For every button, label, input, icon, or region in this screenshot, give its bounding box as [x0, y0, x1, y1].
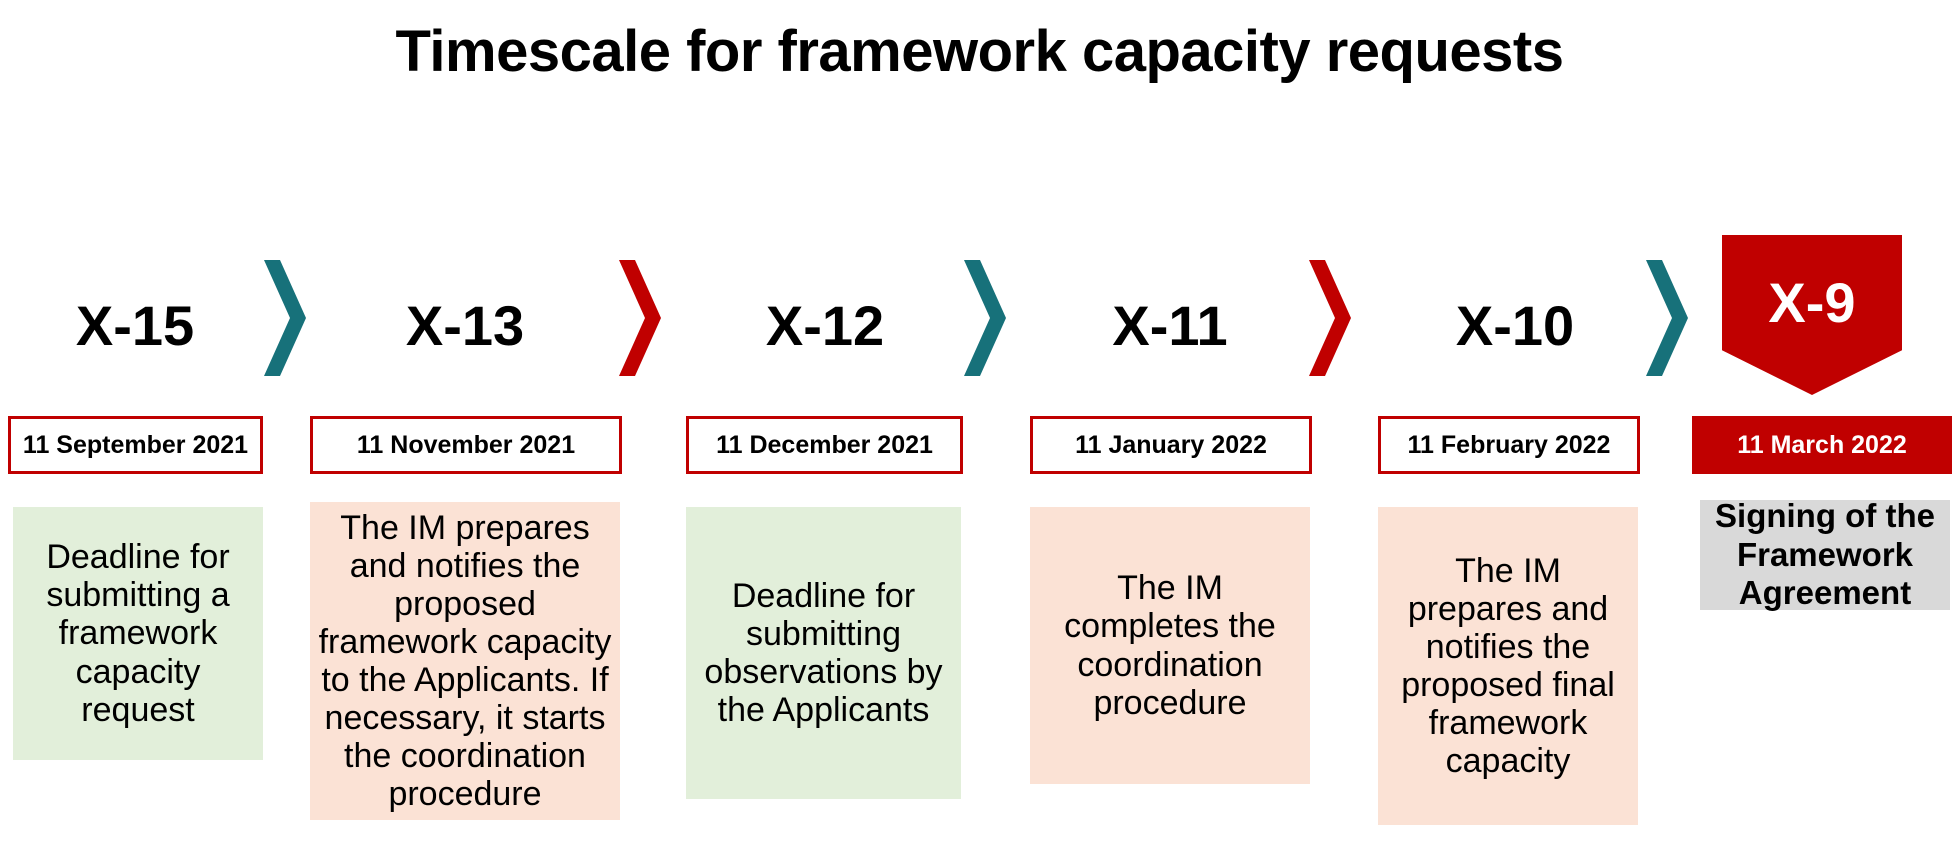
date-box-5: 11 March 2022	[1692, 416, 1952, 474]
chevron-right-icon-4	[1640, 258, 1694, 378]
chevron-right-icon-3	[1303, 258, 1357, 378]
date-box-4: 11 February 2022	[1378, 416, 1640, 474]
milestone-pennant-5: X-9	[1722, 235, 1902, 395]
milestone-label-0: X-15	[75, 293, 195, 357]
milestone-label-1: X-13	[405, 293, 525, 357]
description-box-3: The IM completes the coordination proced…	[1030, 507, 1310, 784]
milestone-label-2: X-12	[765, 293, 885, 357]
chevron-right-icon-0	[258, 258, 312, 378]
description-box-5: Signing of the Framework Agreement	[1700, 497, 1950, 611]
date-box-0: 11 September 2021	[8, 416, 263, 474]
date-box-2: 11 December 2021	[686, 416, 963, 474]
date-box-3: 11 January 2022	[1030, 416, 1312, 474]
chevron-right-icon-1	[613, 258, 667, 378]
chevron-right-icon-2	[958, 258, 1012, 378]
description-box-4: The IM prepares and notifies the propose…	[1378, 507, 1638, 825]
description-box-2: Deadline for submitting observations by …	[686, 507, 961, 799]
milestone-label-3: X-11	[1112, 293, 1228, 357]
description-box-0: Deadline for submitting a framework capa…	[13, 507, 263, 760]
page-title: Timescale for framework capacity request…	[395, 19, 1565, 84]
description-box-1: The IM prepares and notifies the propose…	[310, 502, 620, 820]
date-box-1: 11 November 2021	[310, 416, 622, 474]
timeline-track: X-15 X-13 X-12 X-11 X-10 X-9	[0, 235, 1959, 850]
milestone-label-4: X-10	[1455, 293, 1575, 357]
